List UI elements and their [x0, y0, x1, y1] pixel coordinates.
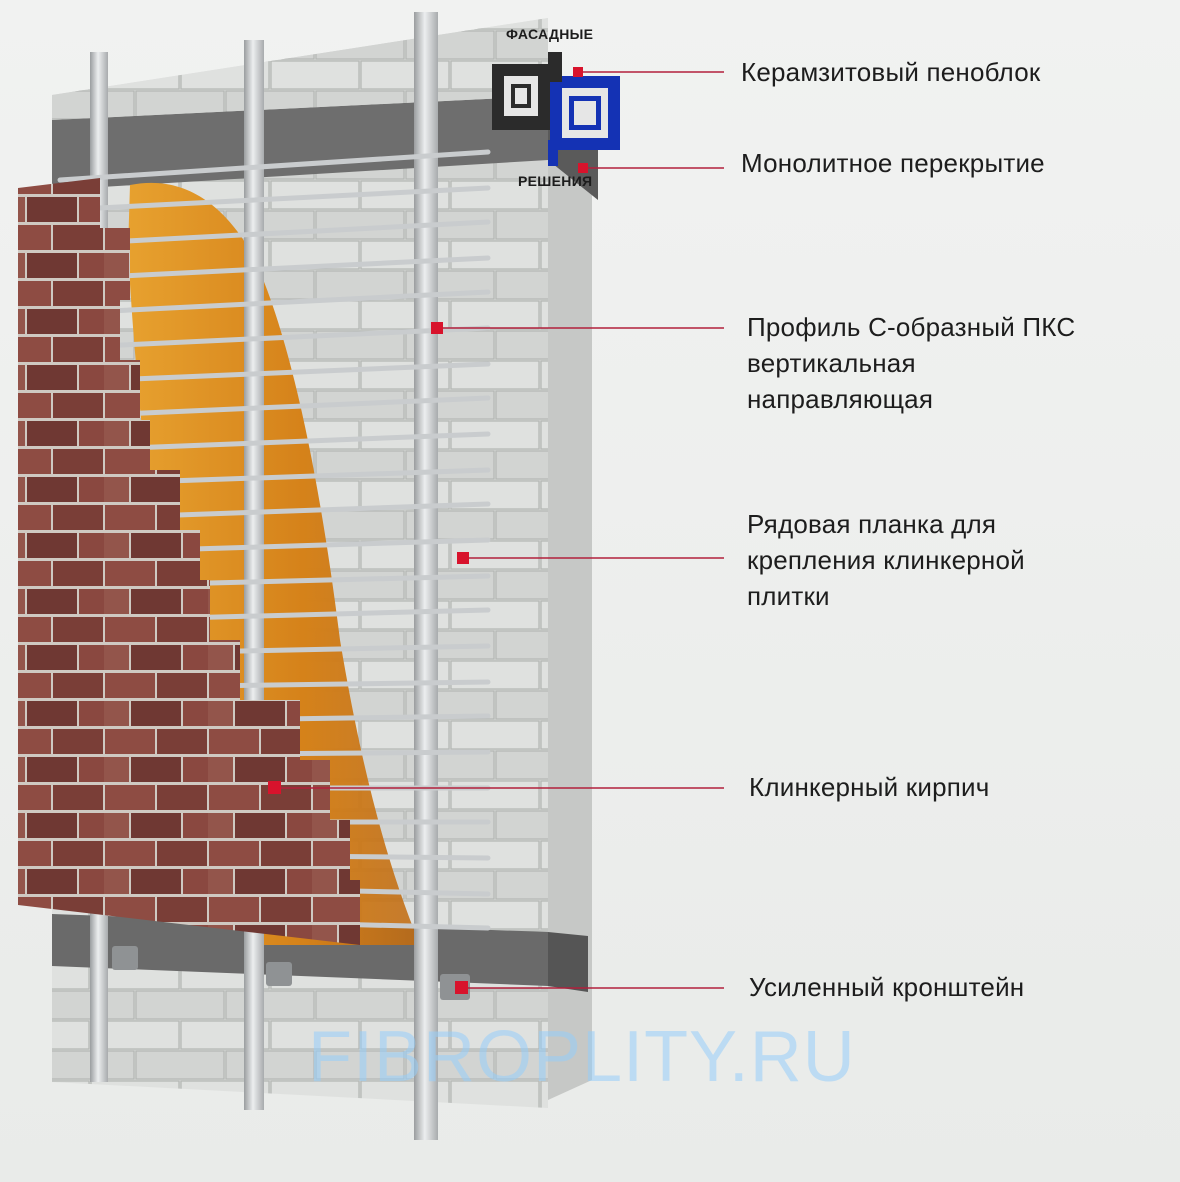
clinker-brick-layer [18, 178, 360, 945]
callout-label-slab: Монолитное перекрытие [741, 148, 1045, 178]
callout-label-bracket: Усиленный кронштейн [749, 972, 1025, 1002]
callout-label-strip: Рядовая планка для крепления клинкерной … [747, 509, 1025, 611]
logo-text-top: ФАСАДНЫЕ [506, 26, 594, 42]
wall-side-face [548, 160, 592, 1100]
brand-logo [492, 52, 620, 166]
callout-markers [268, 67, 588, 994]
watermark: FIBROPLITY.RU [308, 1017, 856, 1097]
callout-label-block: Керамзитовый пеноблок [741, 57, 1041, 87]
logo-text-bottom: РЕШЕНИЯ [518, 173, 593, 189]
callout-label-profile: Профиль С-образный ПКС вертикальная напр… [747, 312, 1076, 414]
callout-label-brick: Клинкерный кирпич [749, 772, 990, 802]
callout-leaders [275, 71, 724, 989]
